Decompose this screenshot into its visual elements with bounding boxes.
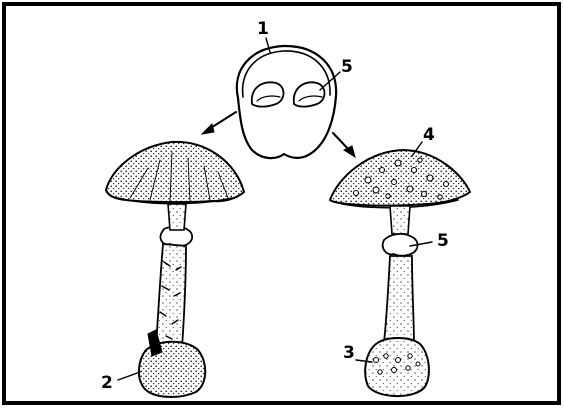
egg-gill-left [252,82,284,106]
right-ring [383,234,418,256]
right-volva [365,338,429,396]
arrow-right [333,133,355,157]
egg-gill-right [294,82,325,106]
left-volva [139,342,205,397]
egg-inner-layer [243,51,330,97]
right-stem [384,256,414,344]
left-mushroom [106,142,244,397]
left-cap [106,142,244,202]
right-cap [330,150,470,206]
label-2: 2 [101,373,113,393]
label-5-ring: 5 [437,231,449,251]
arrow-left [202,112,236,134]
leader-2 [118,372,140,380]
left-stem [156,244,186,348]
egg-gill-left-inner [257,96,280,101]
right-stem-top [390,206,410,234]
label-4: 4 [423,125,435,145]
left-stem-top [168,204,186,230]
egg-stage [237,38,340,158]
label-3: 3 [343,343,355,363]
label-5-egg: 5 [341,57,353,77]
label-1: 1 [257,19,269,39]
egg-gill-right-inner [299,96,322,101]
frame-border [4,4,559,403]
